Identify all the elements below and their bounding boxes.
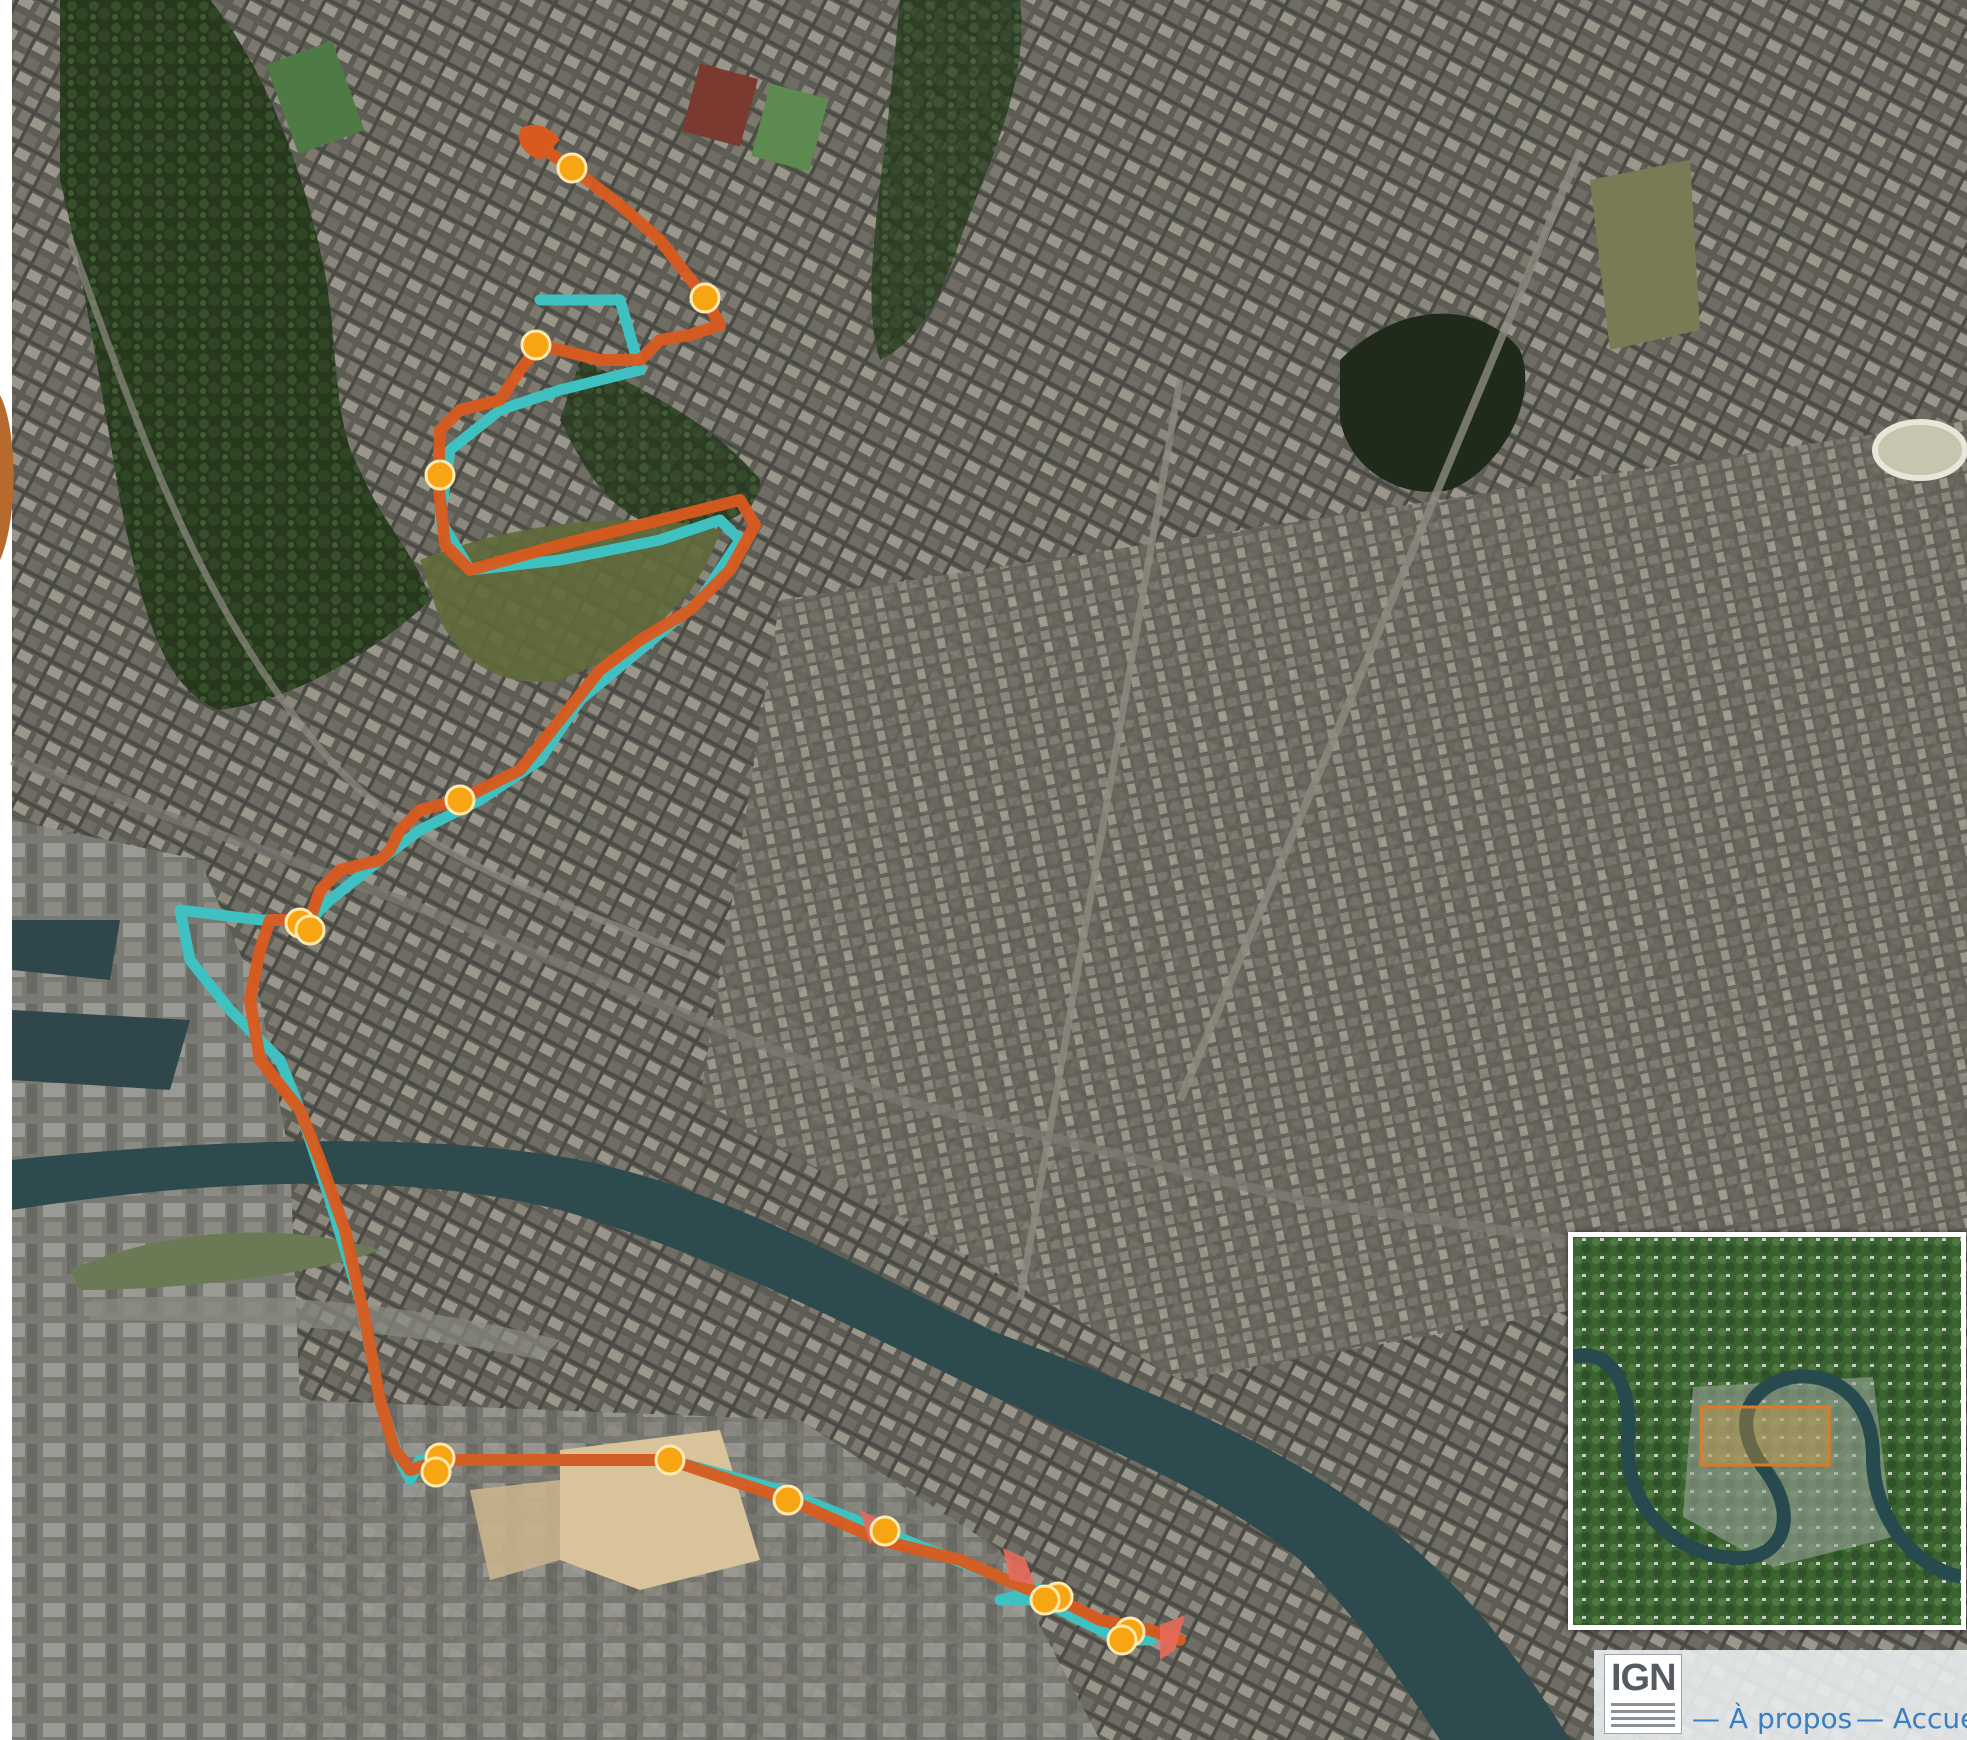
map-footer: IGN — À propos — Accueil [1594,1650,1967,1740]
waypoint-marker-icon[interactable] [294,914,326,946]
road-diagonal-north [1176,148,1584,1102]
dock-basin-1 [12,920,120,980]
river-island [70,1232,380,1290]
forest-area-west-hill [60,0,430,710]
sports-field-3 [751,83,829,172]
edge-marker-shape [0,395,14,560]
about-link[interactable]: — À propos [1692,1702,1853,1735]
waypoint-marker-icon[interactable] [444,784,476,816]
forest-patch-northeast [1340,313,1526,492]
sports-field-2 [681,63,759,147]
ign-logo-lines [1611,1703,1675,1731]
waypoint-markers [284,152,1146,1656]
construction-site-2 [470,1480,560,1580]
route-start-marker [518,124,560,160]
ign-logo-text: IGN [1611,1657,1677,1699]
road-west-curve [66,238,702,964]
overview-extent-box[interactable] [1699,1405,1831,1467]
waypoint-marker-icon[interactable] [772,1484,804,1516]
overview-map-image [1573,1237,1961,1625]
waypoint-marker-icon[interactable] [520,329,552,361]
waypoint-marker-icon[interactable] [556,152,588,184]
waypoint-marker-icon[interactable] [689,282,721,314]
home-link[interactable]: — Accueil [1856,1702,1967,1735]
road-railway [10,755,1967,1305]
river-bank-south [90,1296,560,1360]
waypoint-marker-icon[interactable] [1106,1624,1138,1656]
ign-logo[interactable]: IGN [1604,1654,1682,1734]
forest-corridor-north [871,0,1022,360]
overview-city [1683,1377,1893,1567]
waypoint-marker-icon[interactable] [654,1444,686,1476]
waypoint-marker-icon[interactable] [424,459,456,491]
map-left-margin [0,0,12,1740]
road-diagonal-central [1016,379,1184,1301]
waypoint-marker-icon[interactable] [420,1456,452,1488]
forest-area-central-ridge [560,360,760,528]
waypoint-marker-icon[interactable] [869,1515,901,1547]
dock-basin-2 [12,1010,190,1090]
waypoint-marker-icon[interactable] [1029,1584,1061,1616]
overview-map-icon[interactable] [1568,1232,1966,1630]
sports-field-1 [266,40,365,155]
route-turn-arrow-icon[interactable] [1003,1548,1035,1585]
route-end-arrow-icon[interactable] [1160,1615,1185,1660]
city-center-district [700,420,1967,1380]
overview-river [1573,1348,1961,1584]
green-field-northeast [1590,160,1700,350]
racetrack-field [1872,419,1967,481]
river-seine [12,1141,1570,1740]
